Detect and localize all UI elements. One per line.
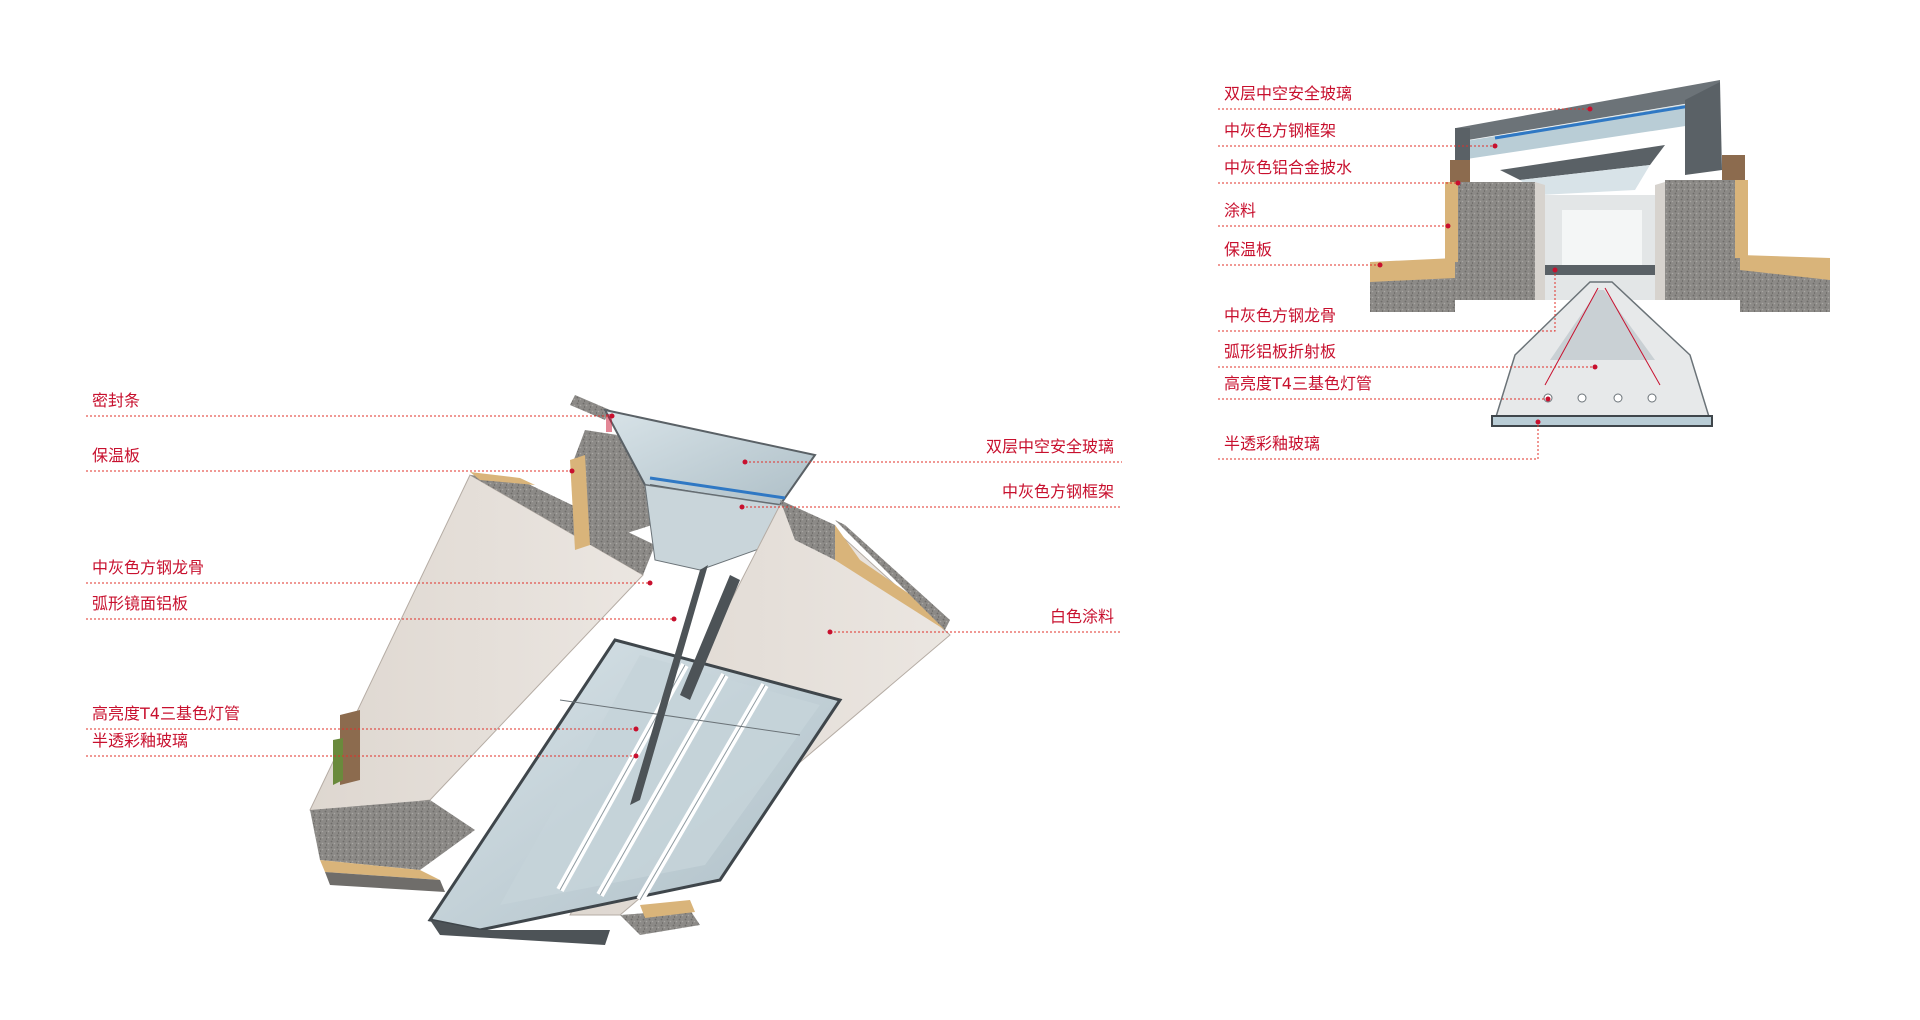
rs-inner-frame (1500, 145, 1665, 180)
rs-glass-body (1460, 100, 1712, 160)
rs-right-insulation (1740, 255, 1830, 280)
label-seal-strip: 密封条 (92, 391, 140, 410)
rs-glazed-glass (1491, 415, 1713, 427)
dot-white-paint (827, 629, 833, 635)
right-wall-insulation (835, 525, 945, 630)
rs-dot-t4-tube (1545, 396, 1551, 402)
right-section-skylight (1370, 80, 1830, 427)
left-top-glass-blue (649, 476, 786, 500)
rs-dot-reflector (1592, 364, 1598, 370)
label-t4-tube: 高亮度T4三基色灯管 (92, 704, 240, 723)
rs-right-insulation-up (1735, 180, 1748, 258)
rs-dot-glazed-glass (1535, 419, 1541, 425)
right-bottom-insulation (640, 900, 695, 918)
rs-leader-glazed-glass (1218, 422, 1539, 460)
label-glazed-glass: 半透彩釉玻璃 (92, 731, 188, 750)
dot-steel-keel (647, 580, 653, 586)
left-side-block-green (333, 738, 343, 785)
rs-left-upstand (1455, 182, 1535, 300)
rs-dot-insulation (1377, 262, 1383, 268)
rs-glass-blue (1494, 104, 1691, 140)
left-upstand-insulation (570, 455, 590, 550)
left-wall-concrete (470, 475, 655, 575)
left-shaft-frame (630, 565, 708, 805)
rs-reflector-line-l (1544, 287, 1599, 386)
right-labels: 双层中空安全玻璃 中灰色方钢框架 中灰色铝合金披水 涂料 保温板 中灰色方钢龙骨… (1218, 84, 1598, 460)
rs-reflector-line-r (1604, 287, 1661, 386)
rs-dot-alu-flashing (1455, 180, 1461, 186)
rs-left-paint (1535, 182, 1545, 300)
dot-t4-tube (633, 726, 639, 732)
left-seal-strip-piece (606, 414, 612, 432)
left-labels: 密封条 保温板 中灰色方钢龙骨 弧形镜面铝板 高亮度T4三基色灯管 半透彩釉玻璃… (86, 391, 1122, 759)
rs-label-reflector: 弧形铝板折射板 (1224, 342, 1336, 361)
left-glass-crossline (559, 699, 801, 736)
rs-dot-double-glass (1587, 106, 1593, 112)
label-insulation-board: 保温板 (92, 446, 140, 465)
rs-label-insulation: 保温板 (1224, 240, 1272, 259)
rs-right-upstand (1665, 180, 1740, 300)
rs-shaft-inner (1562, 210, 1642, 270)
label-white-paint: 白色涂料 (1050, 607, 1114, 626)
dot-steel-frame-left (739, 504, 745, 510)
rs-right-slab (1740, 268, 1830, 312)
rs-dot-paint (1445, 223, 1451, 229)
label-steel-frame-left: 中灰色方钢框架 (1002, 482, 1114, 501)
left-isometric-skylight (309, 395, 951, 945)
rs-label-steel-frame: 中灰色方钢框架 (1224, 121, 1336, 140)
rs-label-double-glass: 双层中空安全玻璃 (1224, 84, 1352, 103)
label-curved-mirror: 弧形镜面铝板 (92, 594, 188, 613)
left-insulation-top (470, 472, 535, 485)
left-bottom-base (325, 872, 445, 892)
dot-double-glass-left (742, 459, 748, 465)
dot-insulation-board (569, 468, 575, 474)
right-bottom-concrete (620, 910, 700, 935)
rs-label-glazed-glass: 半透彩釉玻璃 (1224, 434, 1320, 453)
rs-left-insulation (1370, 258, 1455, 282)
rs-right-paint (1655, 182, 1665, 300)
rs-frame-right (1685, 82, 1722, 175)
dot-glazed-glass (633, 753, 639, 759)
dot-curved-mirror (671, 616, 677, 622)
right-wall-top-band (835, 520, 950, 630)
rs-leader-steel-keel (1218, 270, 1556, 332)
label-double-glass-left: 双层中空安全玻璃 (986, 437, 1114, 456)
rs-inner-glass (1520, 165, 1650, 195)
rs-label-paint: 涂料 (1224, 201, 1256, 220)
rs-glass-top (1456, 80, 1720, 142)
rs-label-alu-flashing: 中灰色铝合金披水 (1224, 158, 1352, 177)
left-glass-inner (500, 655, 820, 905)
left-bottom-concrete (310, 800, 475, 870)
rs-flashing-left (1450, 160, 1470, 182)
left-slab-top (570, 395, 610, 420)
rs-dot-steel-keel (1552, 267, 1558, 273)
rs-keel (1545, 265, 1655, 275)
left-funnel-frame (430, 920, 610, 945)
dot-seal-strip (609, 413, 615, 419)
rs-left-insulation-up (1445, 182, 1458, 262)
left-bottom-insulation (320, 860, 440, 880)
left-inner-shaft (644, 484, 781, 571)
rs-flashing-right (1722, 155, 1745, 180)
label-steel-keel: 中灰色方钢龙骨 (92, 558, 204, 577)
right-wall-concrete (780, 500, 835, 560)
rs-label-steel-keel: 中灰色方钢龙骨 (1224, 306, 1336, 325)
rs-label-t4-tube: 高亮度T4三基色灯管 (1224, 374, 1372, 393)
rs-dot-steel-frame (1492, 143, 1498, 149)
rs-reflector-inner (1550, 290, 1655, 360)
left-shaft-frame-right (680, 575, 740, 700)
